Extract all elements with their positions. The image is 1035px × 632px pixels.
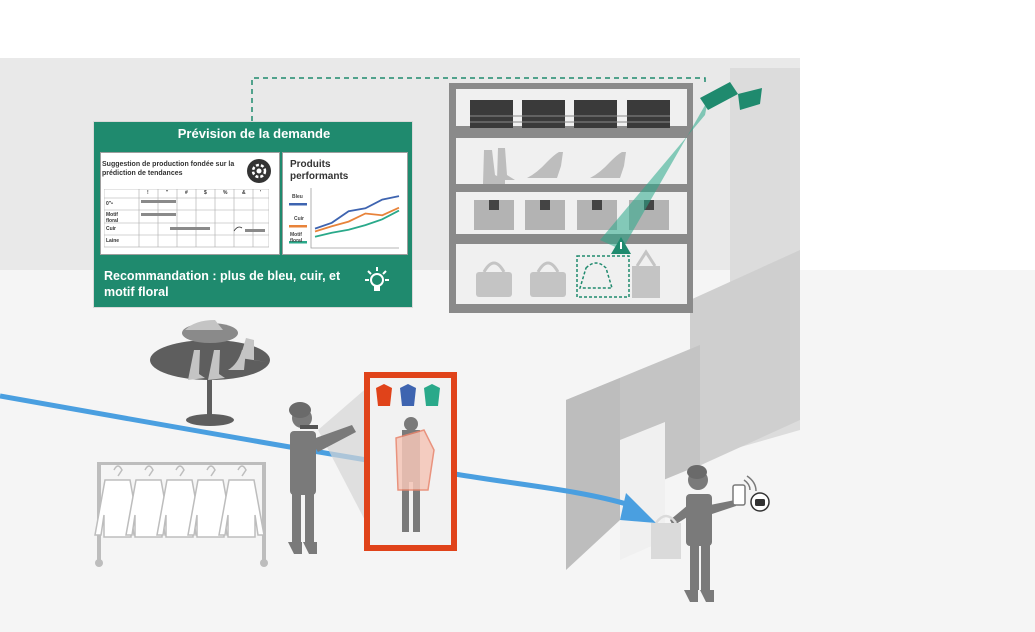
shopper-figure [288,402,356,554]
performing-products-title: Produits performants [290,159,349,182]
legend-label-leather: Cuir [294,216,304,222]
warning-icon [611,237,631,254]
chart-axes [310,188,399,249]
shelf-unit [449,83,693,313]
mirror-projection [318,385,370,530]
table-row-label-1: 0"• [106,201,113,207]
legend-swatch-1 [289,203,307,206]
lightbulb-icon [365,267,389,291]
exit-gate-front [566,378,620,570]
table-header-5: % [223,190,228,196]
series-line-2 [314,206,400,233]
suggestion-text: Suggestion de production fondée sur la p… [102,161,235,177]
forecast-table [104,189,269,248]
path-arrow [620,493,656,523]
floor [0,270,1035,632]
table-header-4: $ [204,190,207,196]
legend-label-blue: Bleu [292,194,303,200]
gear-icon [247,159,271,183]
exiting-shopper [670,465,736,602]
table-header-1: ! [147,190,149,196]
table-header-2: " [166,190,169,196]
series-line-3 [314,209,400,238]
camera-view-cone [600,100,708,250]
camera-link-line [251,77,706,121]
clothing-rack [94,462,268,567]
recommendation-text: Recommandation : plus de bleu, cuir, et … [104,269,341,299]
table-row-label-4: Laine [106,238,120,244]
smartphone-icon [732,475,770,512]
detected-bag [576,255,630,298]
shopping-bag [651,523,681,559]
camera-icon [700,82,762,110]
table-row-label-3: Cuir [106,226,116,232]
legend-label-floral: Motif floral [290,232,303,244]
legend-swatch-3 [289,241,307,244]
table-header-6: & [242,190,246,196]
performing-products-chart [289,188,400,249]
legend-swatch-2 [289,225,307,228]
corridor-wall [690,250,800,470]
smart-mirror [364,372,457,551]
table-header-3: # [185,190,188,196]
series-line-1 [314,195,400,230]
demand-forecast-panel: Prévision de la demande Suggestion de pr… [93,121,413,308]
shoe-table [150,320,270,426]
panel-title: Prévision de la demande [177,126,331,141]
table-header-7: ' [260,190,262,196]
table-row-label-2: Motif floral [106,212,119,224]
